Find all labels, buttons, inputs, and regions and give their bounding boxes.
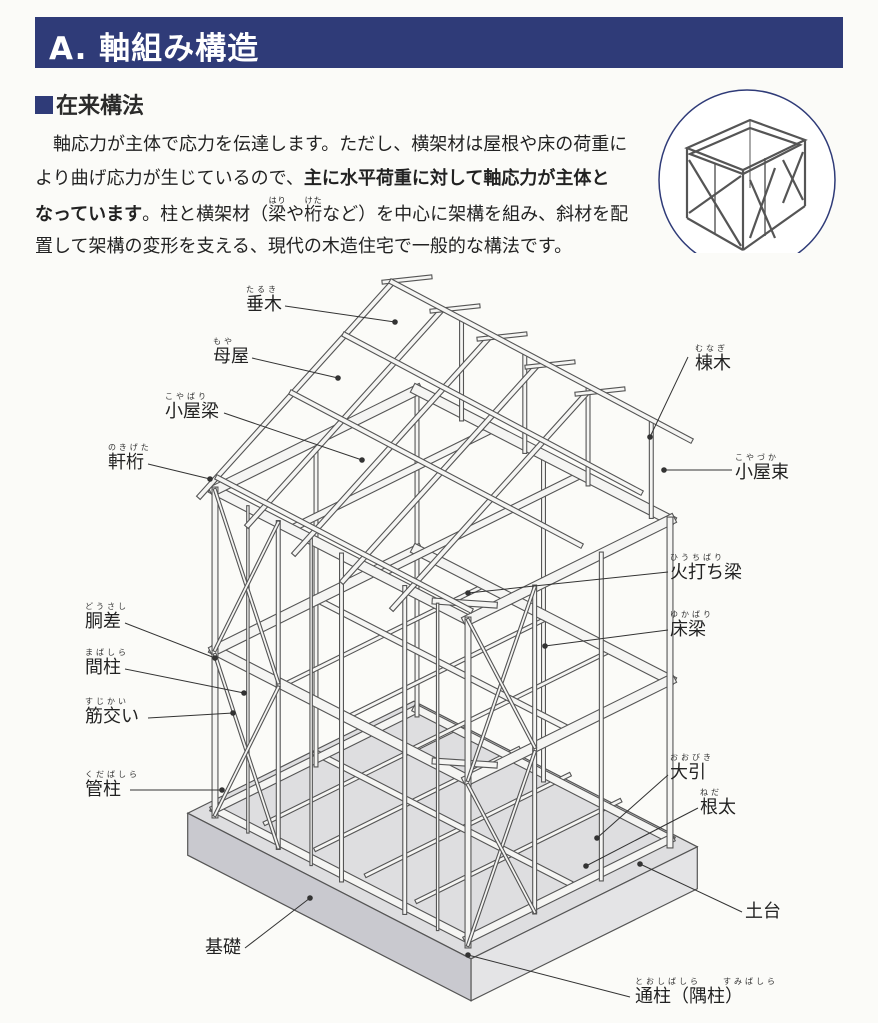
leader-line bbox=[244, 897, 311, 949]
sill bbox=[463, 834, 675, 944]
hiuchi-brace bbox=[432, 598, 497, 608]
rafter bbox=[390, 392, 588, 611]
label-dodai: 土台 bbox=[745, 901, 781, 922]
emphasis-text: なっています bbox=[35, 204, 143, 225]
text: 置して架構の変形を支える、現代の木造住宅で一般的な構法です。 bbox=[35, 236, 573, 257]
square-bullet-icon bbox=[35, 96, 53, 114]
brace bbox=[213, 686, 280, 817]
leader-dot bbox=[241, 690, 247, 696]
leader-dot bbox=[637, 861, 643, 867]
leader-dot bbox=[335, 375, 341, 381]
section-heading: 在来構法 bbox=[35, 88, 144, 120]
leader-dot bbox=[661, 467, 667, 473]
label-oobiki: おおびき大引 bbox=[670, 753, 714, 783]
foundation-right-face bbox=[470, 845, 698, 1002]
koyabari bbox=[287, 425, 497, 533]
leader-dot bbox=[465, 590, 471, 596]
rafter-stub bbox=[477, 332, 527, 341]
brace bbox=[466, 618, 536, 749]
leader-dot bbox=[647, 434, 653, 440]
brace bbox=[466, 783, 536, 914]
leader-dot bbox=[207, 476, 213, 482]
leader-lines bbox=[124, 305, 743, 998]
label-nokigeta: のきげた軒桁 bbox=[108, 443, 152, 473]
top-plate bbox=[209, 384, 423, 496]
leader-line bbox=[585, 807, 699, 867]
paragraph-line: 置して架構の変形を支える、現代の木造住宅で一般的な構法です。 bbox=[35, 230, 645, 264]
floor-beam bbox=[312, 595, 573, 733]
dousashi-beam bbox=[411, 544, 676, 686]
oobiki-sleeper bbox=[312, 749, 573, 887]
label-taruki: たるき垂木 bbox=[246, 285, 282, 315]
leader-line bbox=[223, 412, 363, 461]
page-title: A. 軸組み構造 bbox=[49, 31, 260, 67]
section-title: 在来構法 bbox=[56, 94, 145, 119]
label-kiso: 基礎 bbox=[205, 937, 241, 958]
label-moya: もや母屋 bbox=[213, 337, 249, 367]
label-sujikai: すじかい筋交い bbox=[85, 697, 139, 727]
text: や bbox=[286, 204, 305, 225]
leader-dot bbox=[583, 863, 589, 869]
leader-line bbox=[147, 712, 234, 719]
text: など）を中心に架構を組み、斜材を配 bbox=[322, 204, 629, 225]
inset-frame-illustration bbox=[658, 89, 836, 253]
label-koyabari: こやばり小屋梁 bbox=[165, 392, 219, 422]
leader-dot bbox=[230, 710, 236, 716]
paragraph-line: より曲げ応力が生じているので、主に水平荷重に対して軸応力が主体と bbox=[35, 162, 645, 196]
label-yukabari: ゆかばり床梁 bbox=[670, 610, 714, 640]
text: 軸応力が主体で応力を伝達します。ただし、横架材は屋根や床の荷重に bbox=[35, 134, 628, 155]
purlin bbox=[289, 390, 583, 548]
leader-line bbox=[467, 571, 669, 594]
leader-line bbox=[596, 774, 669, 839]
eave-beam bbox=[215, 475, 473, 613]
title-banner: A. 軸組み構造 bbox=[35, 17, 843, 68]
floor-joist bbox=[415, 799, 622, 903]
label-dousashi: どうさし胴差 bbox=[85, 602, 129, 632]
label-mabashira: まばしら間柱 bbox=[85, 648, 129, 678]
top-plate bbox=[462, 514, 676, 626]
paragraph-line: なっています。柱と横架材（梁はりや桁けたなど）を中心に架構を組み、斜材を配 bbox=[35, 196, 645, 230]
leader-line bbox=[284, 305, 396, 323]
dousashi-beam bbox=[462, 674, 676, 786]
leader-dot bbox=[307, 895, 313, 901]
leader-line bbox=[251, 357, 339, 379]
label-hiuchibari: ひうちばり火打ち梁 bbox=[670, 553, 742, 583]
emphasis-text: 主に水平荷重に対して軸応力が主体と bbox=[303, 168, 610, 189]
brace bbox=[213, 521, 280, 652]
leader-line bbox=[147, 463, 211, 480]
label-kudabashira: くだばしら管柱 bbox=[85, 770, 140, 800]
koyabari bbox=[375, 470, 586, 579]
text: 。柱と横架材（ bbox=[142, 204, 269, 225]
leader-dot bbox=[219, 787, 225, 793]
leader-dot bbox=[465, 952, 471, 958]
leader-line bbox=[544, 629, 669, 647]
leader-dot bbox=[594, 835, 600, 841]
paragraph-line: 軸応力が主体で応力を伝達します。ただし、横架材は屋根や床の荷重に bbox=[35, 128, 645, 162]
leader-dot bbox=[392, 319, 398, 325]
leader-line bbox=[639, 863, 743, 913]
label-toshibashira: とおしばしら すみばしら通柱（隅柱） bbox=[635, 977, 778, 1007]
text: より曲げ応力が生じているので、 bbox=[35, 168, 304, 189]
floor-joist bbox=[339, 618, 546, 722]
foundation bbox=[186, 700, 699, 1002]
leader-line bbox=[649, 356, 689, 438]
label-neda: ねだ根太 bbox=[700, 788, 736, 818]
rafter bbox=[340, 365, 538, 584]
leader-line bbox=[124, 622, 216, 659]
description-paragraph: 軸応力が主体で応力を伝達します。ただし、横架材は屋根や床の荷重に より曲げ応力が… bbox=[35, 128, 645, 264]
leader-line bbox=[467, 954, 631, 998]
label-munagi: むなぎ棟木 bbox=[695, 344, 731, 374]
ruby-keta: 桁けた bbox=[304, 196, 323, 225]
label-koyazuka: こやづか小屋束 bbox=[735, 453, 789, 483]
ridge bbox=[389, 279, 693, 443]
purlin bbox=[342, 332, 643, 495]
rafter bbox=[197, 280, 395, 499]
leader-dot bbox=[542, 643, 548, 649]
frame-members bbox=[195, 274, 695, 949]
leader-line bbox=[124, 668, 245, 694]
leader-dot bbox=[212, 655, 218, 661]
ruby-hari: 梁はり bbox=[268, 196, 287, 225]
leader-dot bbox=[359, 457, 365, 463]
